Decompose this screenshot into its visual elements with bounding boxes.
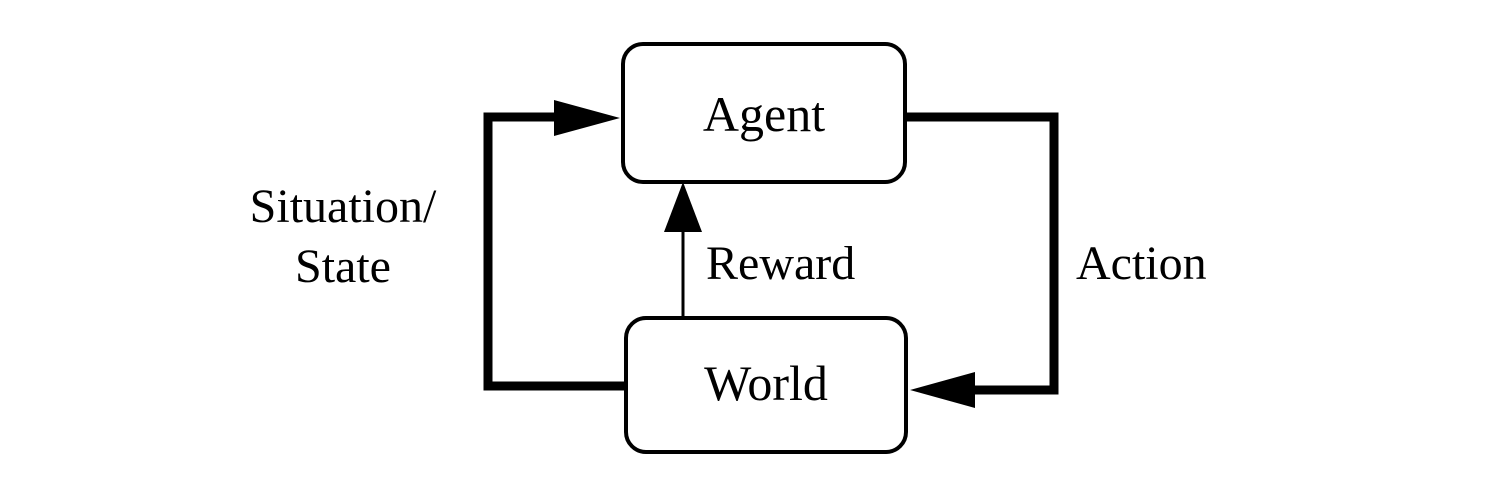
world-box	[624, 316, 908, 454]
state-label-line1: Situation/	[250, 180, 437, 233]
action-arrowhead	[910, 372, 975, 408]
state-label-line2: State	[295, 240, 391, 293]
state-arrowhead	[554, 100, 620, 136]
world-node: World	[624, 316, 908, 454]
reward-arrowhead	[664, 182, 702, 232]
action-connector	[905, 112, 1059, 395]
agent-label: Agent	[703, 86, 825, 142]
world-label: World	[704, 355, 828, 411]
reward-label: Reward	[706, 237, 855, 290]
state-connector	[483, 112, 624, 391]
agent-node: Agent	[621, 42, 907, 184]
agent-box	[621, 42, 907, 184]
action-label: Action	[1076, 237, 1207, 290]
